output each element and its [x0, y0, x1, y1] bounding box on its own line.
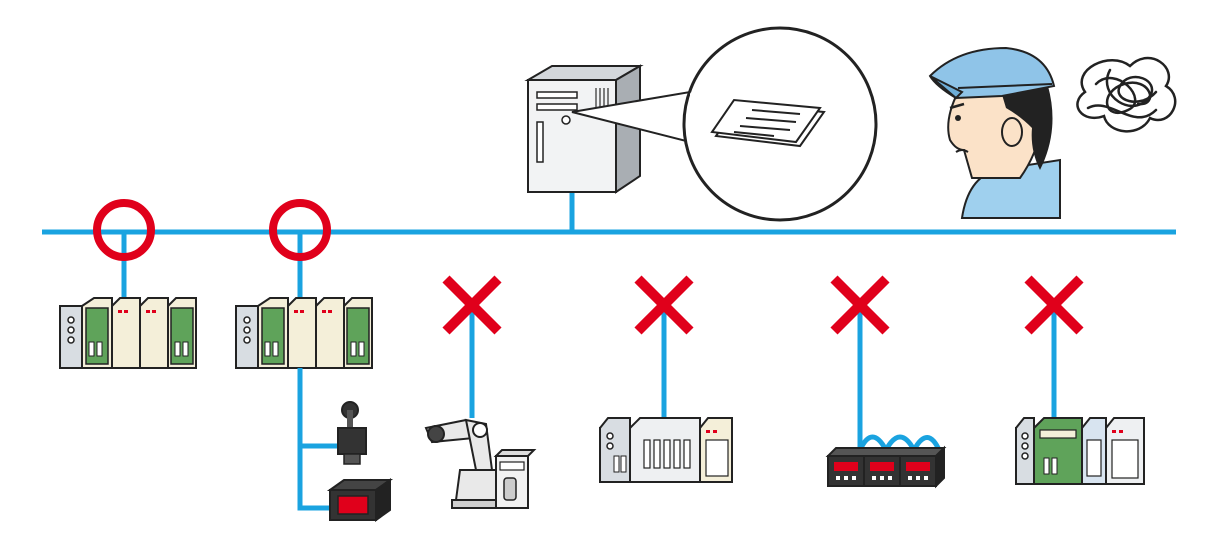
plc-rack-with-io-icon: [235, 297, 373, 369]
document-icon: [710, 98, 826, 148]
robot-arm-controller-icon: [424, 418, 537, 509]
document-callout-bubble: [571, 26, 878, 222]
pushbutton-box-icon: [326, 478, 394, 522]
node-5: [825, 279, 947, 489]
limit-switch-icon: [337, 401, 367, 465]
node-2: [235, 199, 394, 522]
plc-rack-icon: [59, 297, 197, 369]
plc-rack-icon: [599, 417, 733, 483]
circle-ok-icon: [269, 199, 331, 261]
confused-worker-icon: [928, 46, 1061, 219]
node-4: [599, 279, 733, 483]
tangled-scribble-icon: [1076, 56, 1177, 133]
node-6: [1015, 279, 1145, 485]
digital-panel-meters-icon: [825, 445, 947, 489]
circle-ok-icon: [93, 199, 155, 261]
node-1: [59, 199, 197, 369]
node-3: [424, 279, 537, 509]
server-tower-icon: [524, 64, 644, 194]
plc-rack-icon: [1015, 417, 1145, 485]
